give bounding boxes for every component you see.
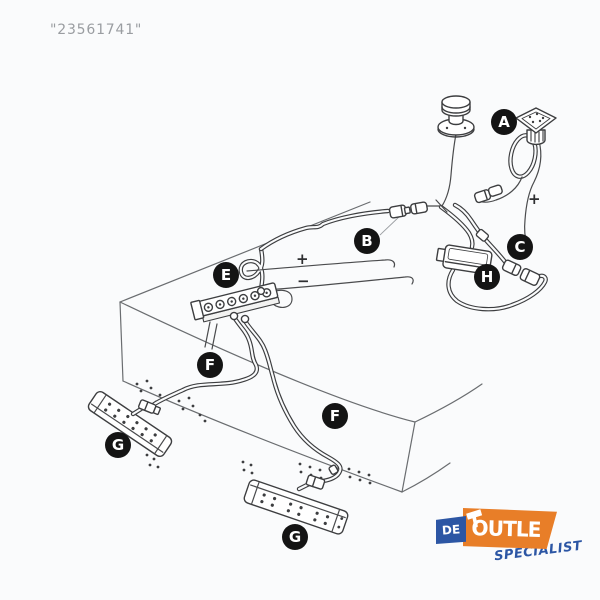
product-code: "23561741": [50, 22, 143, 38]
part-label-h: H: [474, 264, 500, 290]
part-label-e: E: [213, 262, 239, 288]
connectors: [137, 184, 541, 490]
boat-hull-outline: [119, 201, 483, 493]
part-label-g2: G: [282, 524, 308, 550]
led-light-bar-bottom: [243, 479, 349, 535]
logo-de-text: DE: [441, 522, 461, 538]
terminal-block: [190, 282, 281, 324]
part-label-g1: G: [105, 432, 131, 458]
part-label-b: B: [354, 228, 380, 254]
plus-mark-feed: +: [296, 250, 309, 268]
switch-panel: [515, 107, 557, 146]
part-label-f2: F: [322, 403, 348, 429]
shop-logo: OUTLE DE SPECIALIST: [430, 498, 595, 576]
part-label-a: A: [491, 109, 517, 135]
cables: [130, 133, 548, 492]
mounting-hole-marks: [135, 379, 372, 485]
logo-outlet-banner: OUTLE: [463, 508, 557, 549]
plus-mark-switch: +: [528, 190, 541, 208]
part-label-c: C: [507, 234, 533, 260]
hammer-t-icon: [466, 509, 483, 528]
minus-mark-feed: −: [297, 272, 310, 290]
logo-de-flag: DE: [436, 516, 466, 544]
part-label-f1: F: [197, 352, 223, 378]
push-button: [437, 95, 475, 138]
